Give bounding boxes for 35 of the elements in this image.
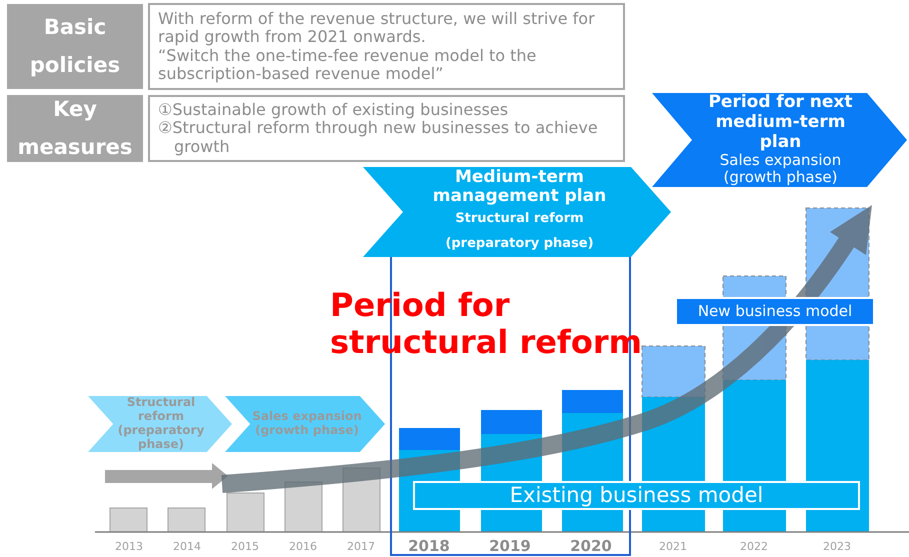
policy-quote: “Switch the one-time-fee revenue model to the subscription-based revenue model” (158, 46, 538, 84)
year-label: 2021 (658, 540, 688, 553)
year-label: 2014 (172, 540, 202, 553)
banner-subtitle: Sales expansion (growth phase) (718, 152, 842, 187)
year-label: 2015 (230, 540, 260, 553)
text-box (148, 3, 625, 90)
year-label: 2017 (346, 540, 376, 553)
year-label: 2023 (822, 540, 852, 553)
box-heading: Key measures (16, 96, 134, 160)
year-label: 2013 (114, 540, 144, 553)
year-label: 2016 (288, 540, 318, 553)
box-heading: Basic policies (28, 14, 122, 78)
year-label: 2019 (488, 537, 532, 555)
label-box (413, 481, 860, 510)
banner-text: Structural reform (preparatory phase) (116, 396, 206, 452)
label-box (675, 297, 875, 326)
year-label: 2022 (739, 540, 769, 553)
heading-box (7, 4, 143, 89)
heading-box (7, 95, 143, 162)
policy-text: With reform of the revenue structure, we will strive for rapid growth from 2021 onwards. (158, 10, 596, 46)
measure-item: ②Structural reform through new businesses to achieve growth (158, 119, 599, 156)
banner-text: Sales expansion (growth phase) (251, 410, 363, 438)
chevron-banner (652, 93, 907, 187)
banner-heading: Medium-term management plan (432, 168, 608, 207)
chevron-banner (225, 396, 385, 452)
chevron-banner (88, 396, 232, 452)
banner-subtitle: Structural reform (preparatory phase) (444, 210, 595, 253)
banner-heading: Period for next medium-term plan (707, 93, 854, 152)
year-label: 2018 (407, 537, 451, 555)
box-label: New business model (696, 302, 854, 320)
box-label: Existing business model (508, 483, 764, 508)
chevron-banner (363, 167, 671, 257)
year-label: 2020 (569, 537, 613, 555)
text-box (148, 95, 625, 162)
measure-item: ①Sustainable growth of existing businesses (158, 100, 510, 120)
